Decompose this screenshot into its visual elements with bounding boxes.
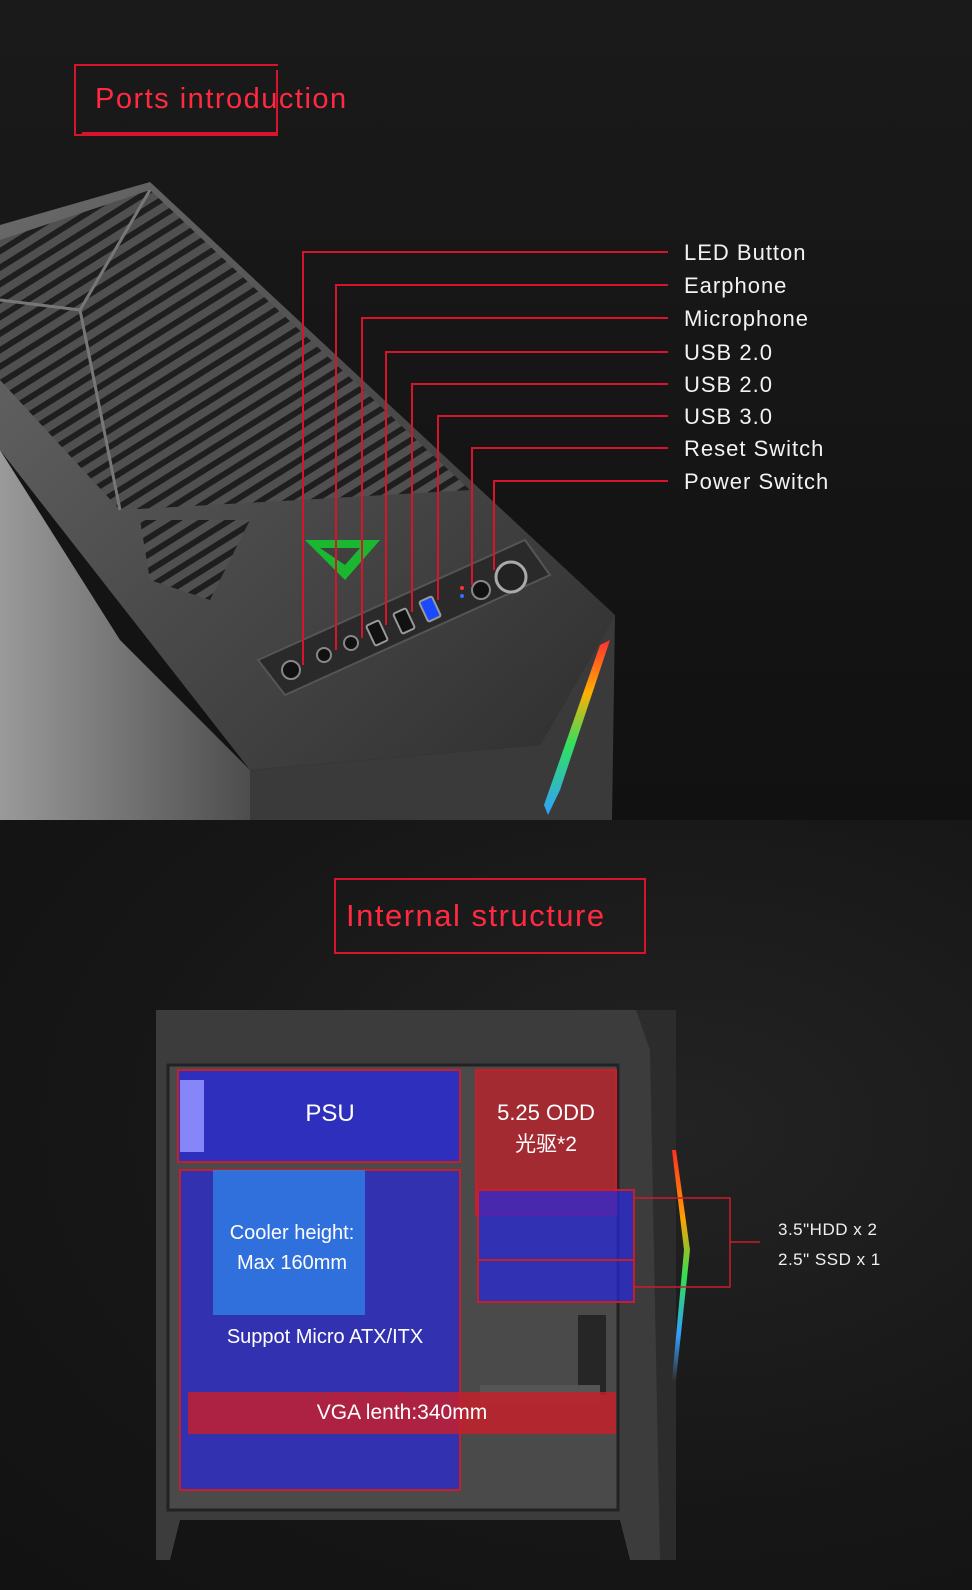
label-usb-2-a: USB 2.0: [684, 340, 773, 365]
ports-title-frame: [74, 64, 278, 136]
vent-grille: [0, 190, 470, 510]
vent-grille-small: [140, 520, 250, 600]
case-front-face: [250, 615, 615, 820]
internal-structure-section: Internal structure PSU 5.25 ODD 光驱*2 Coo…: [0, 820, 972, 1590]
psu-label: PSU: [305, 1100, 355, 1127]
label-power-switch: Power Switch: [684, 469, 830, 494]
label-microphone: Microphone: [684, 306, 809, 331]
microphone-jack: [343, 635, 359, 651]
ports-introduction-section: Ports introduction LED Button Earphone M…: [0, 0, 972, 820]
label-usb-3: USB 3.0: [684, 404, 773, 429]
motherboard-label: Suppot Micro ATX/ITX: [226, 1326, 424, 1348]
power-switch: [494, 560, 528, 594]
rgb-light-strip: [544, 640, 610, 815]
ssd-spec: 2.5" SSD x 1: [778, 1250, 881, 1269]
case-interior-illustration: [156, 1010, 760, 1560]
hdd-spec: 3.5"HDD x 2: [778, 1220, 878, 1239]
led-button: [281, 660, 301, 680]
port-leader-lines: [302, 251, 668, 665]
label-earphone: Earphone: [684, 273, 788, 298]
odd-label-line2: 光驱*2: [515, 1133, 577, 1156]
label-reset-switch: Reset Switch: [684, 436, 825, 461]
case-top-illustration: [0, 182, 668, 820]
earphone-jack: [316, 647, 332, 663]
usb-3-port: [418, 595, 442, 623]
cooler-label-line2: Max 160mm: [236, 1252, 348, 1274]
drive-spec-bracket: [634, 1197, 760, 1288]
reset-switch: [471, 580, 491, 600]
vga-label: VGA lenth:340mm: [316, 1401, 488, 1424]
label-led-button: LED Button: [684, 240, 807, 265]
label-usb-2-b: USB 2.0: [684, 372, 773, 397]
odd-label-line1: 5.25 ODD: [497, 1100, 595, 1125]
cooler-area: [213, 1170, 365, 1315]
psu-area: [177, 1069, 461, 1163]
usb-2-port-2: [392, 607, 416, 635]
usb-2-port-1: [365, 619, 389, 647]
rgb-light-strip-front: [672, 1150, 690, 1380]
drive-bay-area: [477, 1189, 635, 1303]
internal-title: Internal structure: [346, 898, 606, 933]
case-side-panel: [0, 450, 250, 820]
cooler-label-line1: Cooler height:: [229, 1222, 355, 1244]
ports-title: Ports introduction: [95, 83, 348, 115]
vga-area: [188, 1392, 616, 1434]
